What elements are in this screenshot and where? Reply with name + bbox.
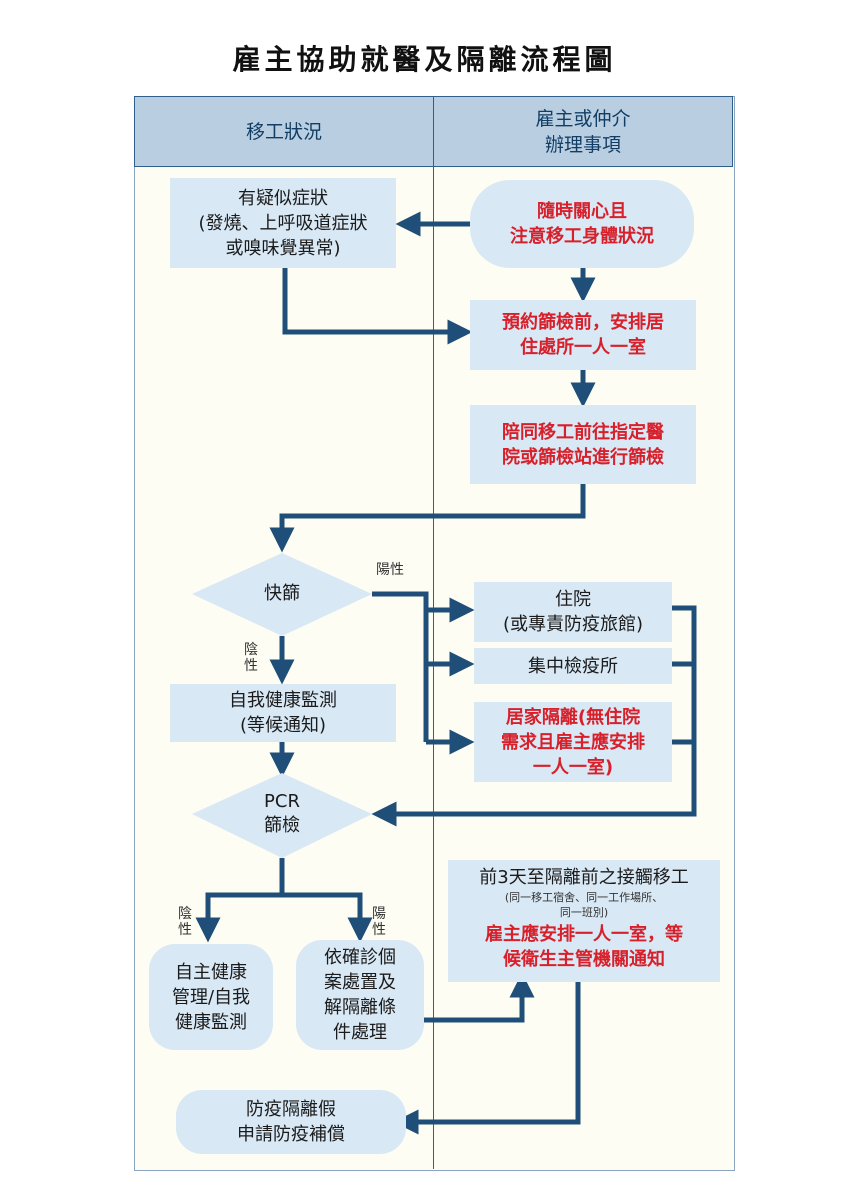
page-title: 雇主協助就醫及隔離流程圖 — [232, 43, 617, 76]
contact-scope-note: (同一移工宿舍、同一工作場所、 同一班別) — [504, 891, 664, 919]
pcr-label: PCR 篩檢 — [264, 791, 300, 836]
accompany-box: 陪同移工前往指定醫 院或篩檢站進行篩檢 — [470, 405, 696, 484]
contact-tracing-box: 前3天至隔離前之接觸移工 (同一移工宿舍、同一工作場所、 同一班別) 雇主應安排… — [448, 860, 720, 982]
header-worker-status: 移工狀況 — [134, 96, 434, 167]
symptom-box: 有疑似症狀 (發燒、上呼吸道症狀 或嗅味覺異常) — [170, 178, 396, 268]
self-monitor-box: 自我健康監測 (等候通知) — [170, 684, 396, 742]
case-handling-box: 依確診個 案處置及 解隔離條 件處理 — [296, 940, 424, 1050]
care-box: 隨時關心且 注意移工身體狀況 — [470, 180, 694, 268]
contact-instruction: 雇主應安排一人一室，等 候衛生主管機關通知 — [485, 924, 683, 970]
compensation-box: 防疫隔離假 申請防疫補償 — [176, 1090, 406, 1154]
rapid-test-diamond — [192, 553, 372, 636]
hospital-box: 住院 (或專責防疫旅館) — [474, 582, 672, 642]
contact-heading: 前3天至隔離前之接觸移工 — [479, 867, 689, 888]
rapid-negative-label: 陰 性 — [244, 642, 258, 674]
health-manage-box: 自主健康 管理/自我 健康監測 — [149, 944, 273, 1050]
header-employer-tasks: 雇主或仲介 辦理事項 — [433, 96, 733, 167]
pcr-diamond — [192, 773, 372, 858]
rapid-positive-label: 陽性 — [376, 562, 404, 578]
pcr-negative-label: 陰 性 — [178, 906, 192, 938]
column-divider — [433, 96, 434, 1169]
home-isolation-box: 居家隔離(無住院 需求且雇主應安排 一人一室) — [474, 702, 672, 782]
pcr-positive-label: 陽 性 — [372, 906, 386, 938]
single-room-box: 預約篩檢前，安排居 住處所一人一室 — [470, 300, 696, 370]
rapid-test-label: 快篩 — [264, 583, 300, 604]
quarantine-center-box: 集中檢疫所 — [474, 648, 672, 684]
